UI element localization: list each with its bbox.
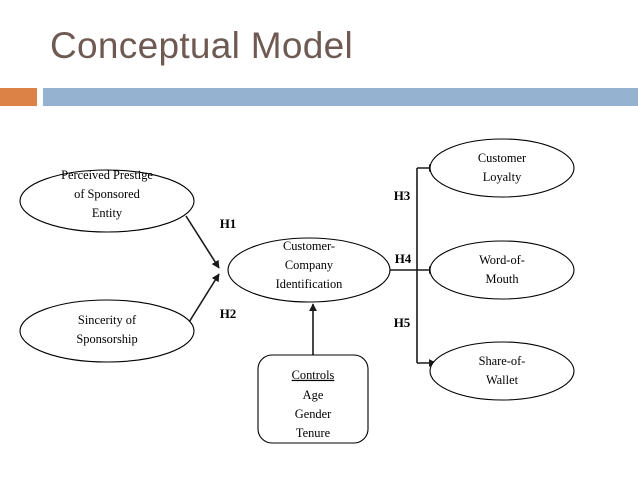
svg-text:Customer: Customer [478, 151, 527, 165]
svg-text:Share-of-: Share-of- [479, 354, 526, 368]
node-sincerity-sponsorship[interactable]: Sincerity of Sponsorship [19, 299, 195, 363]
svg-text:Sponsorship: Sponsorship [76, 332, 137, 346]
svg-text:Company: Company [285, 258, 334, 272]
svg-text:Tenure: Tenure [296, 426, 331, 440]
node-customer-loyalty[interactable]: Customer Loyalty [429, 138, 575, 198]
edge-label-h4: H4 [395, 251, 412, 266]
svg-text:Age: Age [303, 388, 324, 402]
accent-bar [43, 88, 638, 106]
controls-heading: Controls [292, 368, 335, 382]
svg-text:Perceived Prestige: Perceived Prestige [61, 168, 153, 182]
svg-text:Wallet: Wallet [486, 373, 519, 387]
node-customer-company-identification[interactable]: Customer- Company Identification [227, 237, 391, 303]
edge-label-h2: H2 [220, 306, 237, 321]
svg-text:Mouth: Mouth [485, 272, 519, 286]
svg-text:of Sponsored: of Sponsored [74, 187, 141, 201]
svg-text:Customer-: Customer- [283, 239, 335, 253]
svg-text:Entity: Entity [92, 206, 123, 220]
svg-text:Gender: Gender [295, 407, 332, 421]
svg-text:Sincerity of: Sincerity of [78, 313, 137, 327]
edge-label-h5: H5 [394, 315, 411, 330]
svg-text:Identification: Identification [276, 277, 343, 291]
diagram-svg: Perceived Prestige of Sponsored Entity S… [19, 138, 575, 444]
edge-label-h1: H1 [220, 216, 237, 231]
node-word-of-mouth[interactable]: Word-of- Mouth [429, 240, 575, 300]
conceptual-model-diagram: Perceived Prestige of Sponsored Entity S… [0, 112, 638, 479]
page-title: Conceptual Model [50, 25, 354, 66]
node-controls[interactable]: Controls Age Gender Tenure [257, 354, 369, 444]
edge-h1 [185, 215, 220, 269]
edge-label-h3: H3 [394, 188, 411, 203]
edge-h2 [185, 273, 220, 328]
node-perceived-prestige[interactable]: Perceived Prestige of Sponsored Entity [19, 168, 195, 233]
node-share-of-wallet[interactable]: Share-of- Wallet [429, 341, 575, 401]
svg-text:Loyalty: Loyalty [483, 170, 522, 184]
accent-square [0, 88, 37, 106]
svg-text:Word-of-: Word-of- [479, 253, 525, 267]
